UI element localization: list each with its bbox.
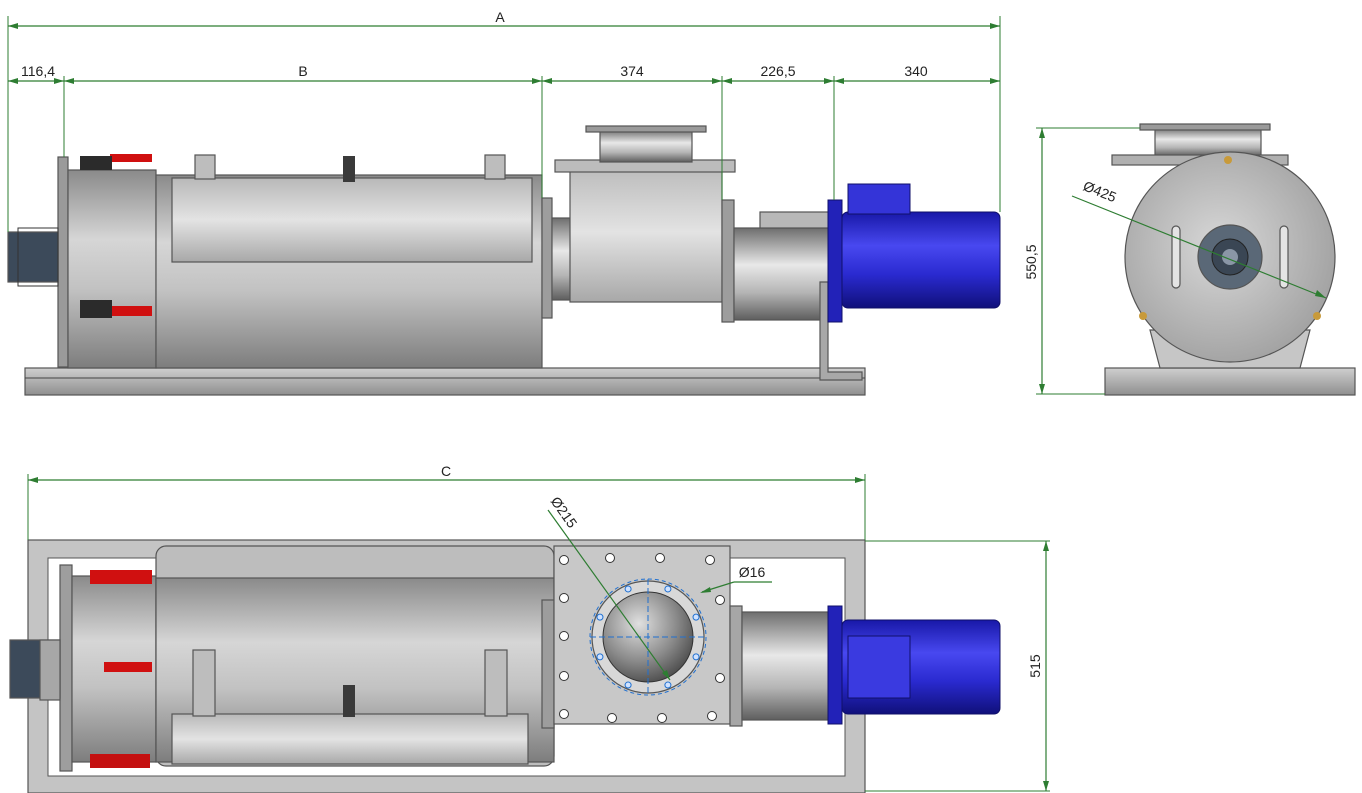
- bolt-hole: [605, 553, 615, 563]
- dim-label-340: 340: [904, 63, 928, 79]
- top-drive-tube: [741, 611, 831, 721]
- side-base-rail: [24, 367, 866, 396]
- bolt-hole: [657, 713, 667, 723]
- flange-hole: [596, 613, 604, 621]
- bolt-hole: [607, 713, 617, 723]
- dim-label-dia16: Ø16: [739, 564, 766, 580]
- flange-hole: [664, 681, 672, 689]
- side-inlet-housing: [569, 161, 723, 303]
- side-inlet-spout: [599, 129, 693, 163]
- bolt-hole: [705, 555, 715, 565]
- dim-label-226: 226,5: [760, 63, 795, 79]
- dim-label-dia425: Ø425: [1081, 178, 1119, 206]
- top-motor-terminal-box: [847, 635, 911, 699]
- side-handle-top: [110, 154, 152, 162]
- bolt-hole: [559, 671, 569, 681]
- top-inspection-panel: [171, 713, 529, 765]
- dim-label-B: B: [298, 63, 307, 79]
- dim-label-515: 515: [1027, 654, 1043, 678]
- flange-hole: [692, 613, 700, 621]
- bolt-hole: [715, 673, 725, 683]
- flange-hole: [624, 585, 632, 593]
- dim-label-dia215: Ø215: [548, 494, 581, 531]
- bolt-hole: [559, 555, 569, 565]
- flange-hole: [596, 653, 604, 661]
- side-end-flange: [57, 156, 69, 368]
- side-motor: [841, 211, 1001, 309]
- bolt-hole: [559, 709, 569, 719]
- bolt-hole: [559, 631, 569, 641]
- side-handle-bottom: [110, 306, 152, 316]
- side-motor-terminal-box: [847, 183, 911, 215]
- bolt-hole: [655, 553, 665, 563]
- dim-label-374: 374: [620, 63, 644, 79]
- side-drive-tube: [733, 227, 831, 321]
- side-bearing-block: [7, 231, 59, 283]
- dim-label-550: 550,5: [1023, 244, 1039, 279]
- end-base: [1104, 367, 1356, 396]
- bolt-hole: [559, 593, 569, 603]
- side-end-cap: [67, 169, 157, 369]
- side-inspection-panel: [171, 177, 533, 263]
- top-handle-mid: [104, 662, 152, 672]
- flange-hole: [692, 653, 700, 661]
- bolt-hole: [715, 595, 725, 605]
- flange-hole: [664, 585, 672, 593]
- top-view: [9, 539, 1001, 793]
- bolt-hole: [707, 711, 717, 721]
- dim-label-C: C: [441, 463, 451, 479]
- side-view: [7, 125, 1001, 396]
- dim-label-116: 116,4: [21, 63, 55, 79]
- flange-hole: [624, 681, 632, 689]
- dim-label-A: A: [495, 9, 505, 25]
- end-view: [1104, 123, 1356, 396]
- bolt-holes: [559, 553, 725, 723]
